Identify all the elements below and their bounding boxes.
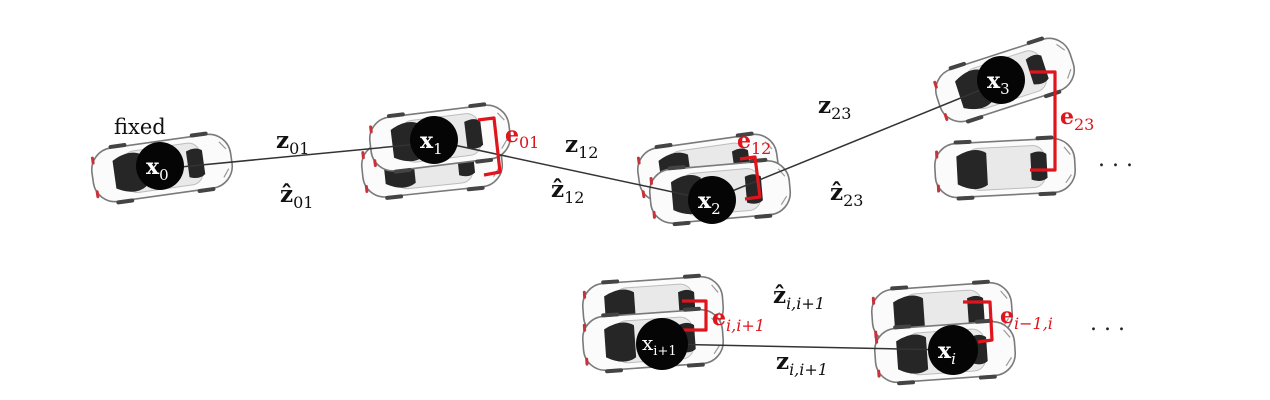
estimate-zhi: ẑi,i+1 bbox=[773, 282, 825, 313]
fixed-label: fixed bbox=[114, 115, 166, 139]
edge-01 bbox=[169, 141, 441, 169]
error-bracket-i1 bbox=[682, 299, 708, 332]
node-x2: x2 bbox=[688, 176, 736, 224]
node-x1: x1 bbox=[410, 116, 458, 164]
svg-text:x2: x2 bbox=[698, 188, 721, 218]
svg-text:x3: x3 bbox=[987, 68, 1010, 98]
measurement-zi: zi,i+1 bbox=[776, 348, 828, 379]
svg-text:xi+1: xi+1 bbox=[642, 331, 677, 359]
ellipsis-bottom: . . . bbox=[1090, 311, 1125, 336]
svg-text:xi: xi bbox=[938, 338, 956, 368]
node-x3: x3 bbox=[977, 56, 1025, 104]
error-ei: ei,i+1 bbox=[712, 305, 765, 335]
estimate-zh01: ẑ01 bbox=[280, 181, 313, 212]
node-x0: x0 bbox=[136, 142, 184, 190]
error-bracket-01 bbox=[477, 116, 502, 177]
estimate-zh23: ẑ23 bbox=[830, 179, 863, 210]
error-e01: e01 bbox=[505, 122, 539, 152]
estimate-zh12: ẑ12 bbox=[551, 176, 584, 207]
measurement-z23: z23 bbox=[818, 92, 851, 123]
svg-text:x1: x1 bbox=[420, 128, 443, 158]
measurement-z01: z01 bbox=[276, 127, 309, 158]
error-e12: e12 bbox=[737, 128, 771, 158]
svg-text:x0: x0 bbox=[146, 154, 169, 184]
edge-12 bbox=[439, 141, 711, 201]
error-bracket-23 bbox=[1030, 70, 1057, 172]
node-xi1: xi+1 bbox=[636, 318, 688, 370]
node-xi: xi bbox=[928, 325, 978, 375]
error-e23: e23 bbox=[1060, 104, 1094, 134]
ellipsis-top: . . . bbox=[1098, 147, 1133, 172]
error-eim: ei−1,i bbox=[1000, 303, 1053, 333]
error-bracket-i bbox=[963, 300, 994, 344]
error-bracket-12 bbox=[739, 155, 762, 201]
measurement-z12: z12 bbox=[565, 131, 598, 162]
edge-i bbox=[661, 343, 951, 351]
